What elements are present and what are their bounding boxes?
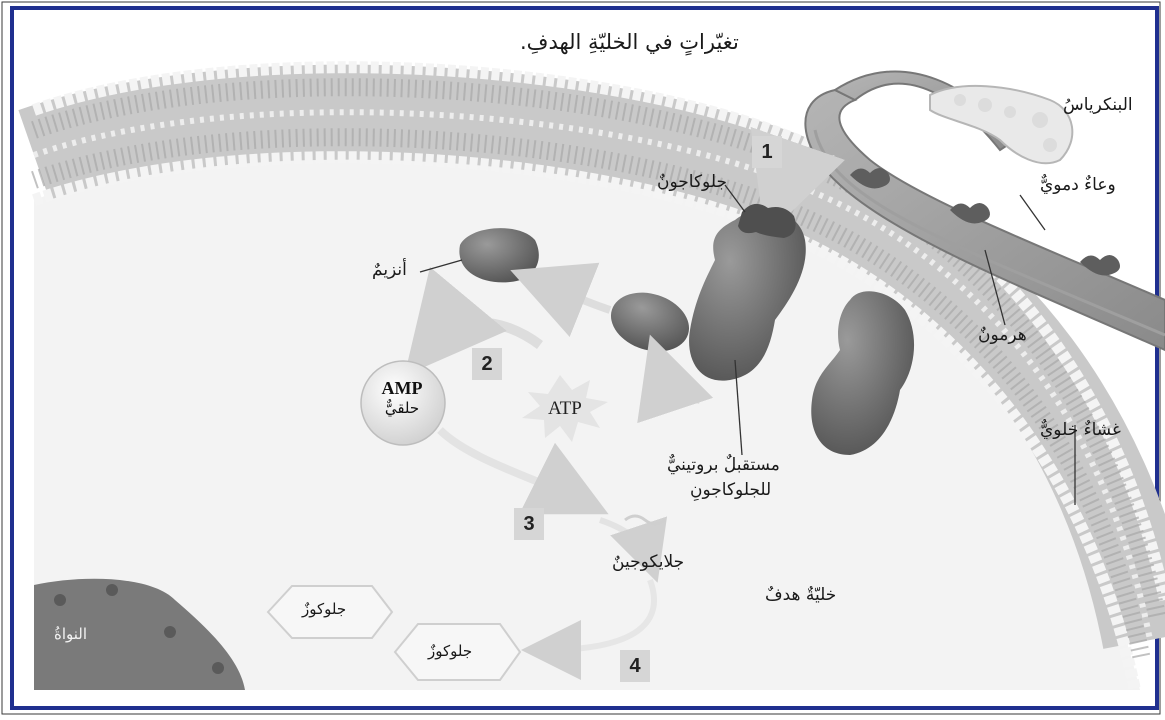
diagram-title: تغيّراتٍ في الخليّةِ الهدفِ.	[520, 30, 739, 54]
step-1-badge: 1	[752, 136, 782, 168]
step-2-badge: 2	[472, 348, 502, 380]
step-3-badge: 3	[514, 508, 544, 540]
step-4-badge: 4	[620, 650, 650, 682]
receptor-label-line2: للجلوكاجونِ	[690, 480, 771, 500]
amp-text: AMP	[368, 378, 436, 399]
glucose-label-2: جلوكوزٌ	[428, 642, 472, 660]
hormone-label: هرمونٌ	[978, 325, 1027, 345]
enzyme-label: أنزيمٌ	[372, 260, 407, 280]
cyclic-text: حلقيٌّ	[368, 399, 436, 417]
glucose-label-1: جلوكوزٌ	[302, 600, 346, 618]
nucleus-label: النواةُ	[54, 625, 87, 643]
receptor-label-line1: مستقبلٌ بروتينيٌّ	[667, 455, 780, 475]
pancreas-label: البنكرياسُ	[1063, 95, 1133, 115]
camp-label: AMP حلقيٌّ	[368, 378, 436, 417]
target-cell-label: خليّةٌ هدفٌ	[765, 585, 836, 605]
glucagon-label: جلوكاجونٌ	[657, 172, 727, 192]
blood-vessel-label: وعاءٌ دمويٌّ	[1040, 175, 1116, 195]
cell-membrane-label: غشاءٌ خلويٌّ	[1040, 420, 1121, 440]
glycogen-label: جلايكوجينٌ	[612, 552, 684, 572]
atp-label: ATP	[548, 398, 582, 420]
